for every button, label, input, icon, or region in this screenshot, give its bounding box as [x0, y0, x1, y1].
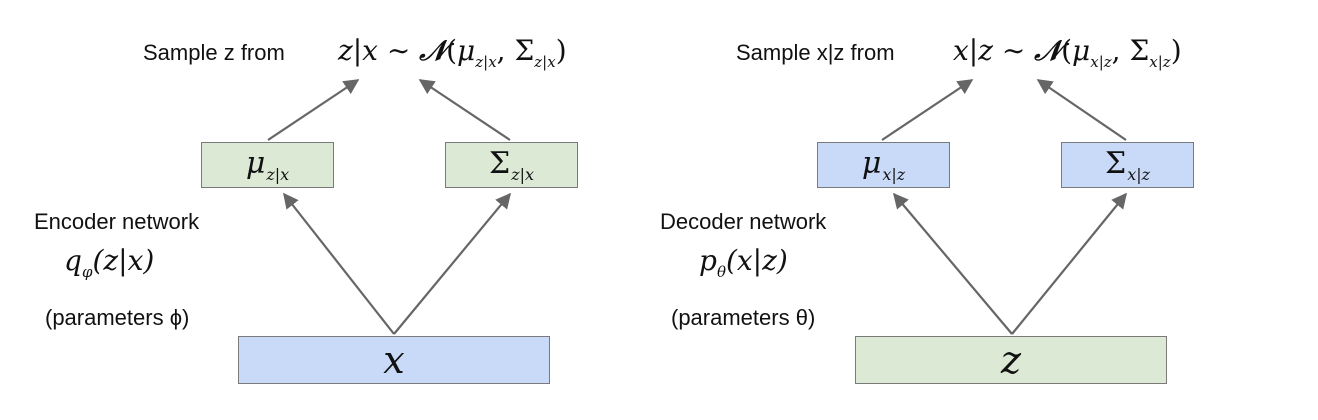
decoder-function: pθ(x|z): [699, 244, 788, 281]
encoder-sample-dist: 𝒩: [419, 34, 447, 67]
encoder-function: qφ(z|x): [64, 244, 155, 281]
decoder-sample-mu-sub: x|z: [1090, 52, 1112, 71]
encoder-arrow-input-to-cov: [393, 192, 511, 335]
encoder-params-label: (parameters ϕ): [45, 305, 190, 330]
decoder-sample-sigma: Σ: [1129, 34, 1150, 67]
encoder-sample-lhs: z|x: [338, 34, 378, 67]
encoder-sample-formula: z|x ∼ 𝒩(μz|x, Σz|x): [338, 34, 567, 71]
decoder-sample-text: Sample x|z from: [736, 40, 895, 65]
decoder-cov-label: Σx|z: [1104, 145, 1151, 185]
decoder-params-label: (parameters θ): [671, 305, 816, 330]
decoder-input-box: z: [855, 336, 1167, 384]
encoder-sample-tilde: ∼: [386, 34, 411, 67]
decoder-arrow-input-to-cov: [1011, 192, 1127, 335]
encoder-title: Encoder network: [34, 209, 200, 234]
encoder-cov-box: Σz|x: [445, 142, 578, 188]
encoder-sample-text: Sample z from: [143, 40, 285, 65]
encoder-arrow-cov-to-sample: [418, 79, 511, 141]
decoder-sample-dist: 𝒩: [1034, 34, 1062, 67]
decoder-arrow-cov-to-sample: [1036, 79, 1127, 141]
decoder-arrow-mean-to-sample: [881, 79, 974, 141]
decoder-sample-mu: μ: [1072, 34, 1091, 67]
encoder-mean-box: μz|x: [201, 142, 334, 188]
encoder-sample-mu: μ: [457, 34, 476, 67]
encoder-input-label: x: [383, 338, 405, 382]
decoder-sample-tilde: ∼: [1001, 34, 1026, 67]
encoder-arrow-mean-to-sample: [267, 79, 360, 141]
encoder-mean-label: μz|x: [245, 145, 290, 185]
encoder-arrow-input-to-mean: [283, 192, 395, 335]
decoder-title: Decoder network: [660, 209, 827, 234]
decoder-sample-lhs: x|z: [953, 34, 993, 67]
decoder-sample-sigma-sub: x|z: [1149, 52, 1171, 71]
decoder-sample-formula: x|z ∼ 𝒩(μx|z, Σx|z): [953, 34, 1182, 71]
decoder-arrow-input-to-mean: [893, 192, 1013, 335]
decoder-cov-box: Σx|z: [1061, 142, 1194, 188]
encoder-cov-label: Σz|x: [488, 145, 535, 185]
encoder-sample-sigma-sub: z|x: [534, 52, 556, 71]
decoder-mean-box: μx|z: [817, 142, 950, 188]
decoder-input-label: z: [1000, 338, 1022, 382]
encoder-sample-mu-sub: z|x: [475, 52, 497, 71]
encoder-sample-sigma: Σ: [514, 34, 535, 67]
decoder-mean-label: μx|z: [861, 145, 906, 185]
encoder-input-box: x: [238, 336, 550, 384]
